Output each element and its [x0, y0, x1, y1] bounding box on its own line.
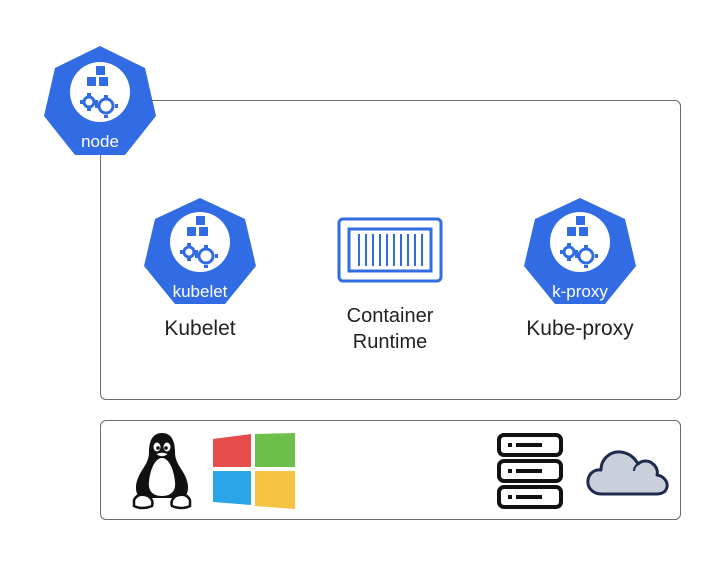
container-icon [337, 217, 443, 283]
kproxy-badge-label: k-proxy [552, 282, 608, 301]
kubelet-badge-label: kubelet [173, 282, 228, 301]
server-rack-icon [497, 433, 563, 509]
container-runtime-caption: Container Runtime [320, 303, 460, 355]
k8s-kubelet-icon: kubelet [144, 198, 256, 304]
cloud-icon [586, 450, 669, 496]
k8s-proxy-icon: k-proxy [524, 198, 636, 304]
windows-logo-icon [213, 433, 295, 509]
container-runtime-caption-line2: Runtime [352, 331, 428, 353]
k8s-node-icon: node [44, 46, 156, 155]
node-badge-label: node [81, 132, 119, 151]
platforms-boundary [100, 420, 681, 520]
container-runtime-caption-line1: Container [346, 305, 434, 327]
linux-tux-icon [132, 433, 192, 510]
kube-proxy-caption: Kube-proxy [526, 317, 634, 340]
kubelet-caption: Kubelet [164, 317, 236, 340]
